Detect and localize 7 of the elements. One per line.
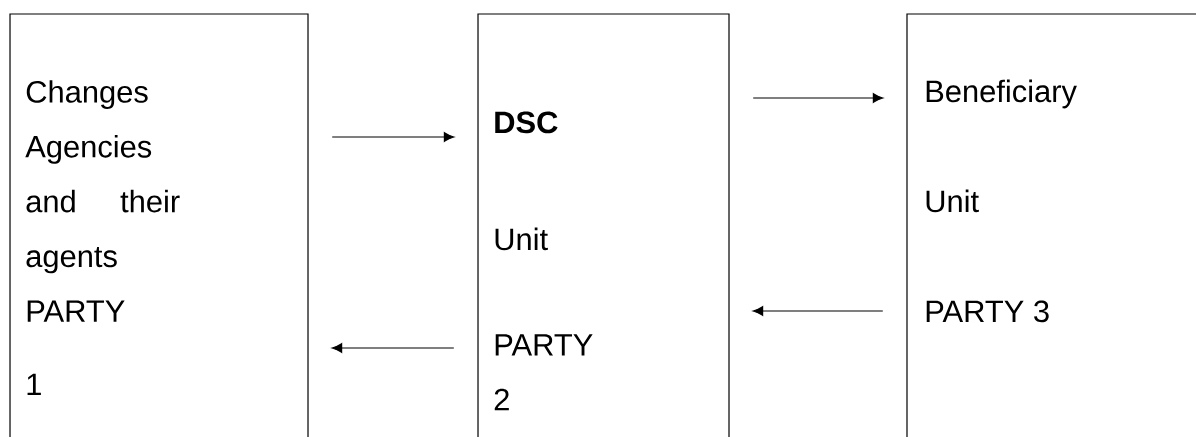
arrow: [331, 343, 455, 353]
party-box: DSC Unit PARTY 2: [477, 13, 730, 437]
arrow: [752, 306, 884, 316]
arrow: [331, 132, 455, 142]
party-box: Changes Agencies and their agents PARTY 1: [9, 13, 309, 437]
party-box: Beneficiary Unit PARTY 3: [906, 13, 1196, 437]
arrow: [752, 93, 884, 103]
